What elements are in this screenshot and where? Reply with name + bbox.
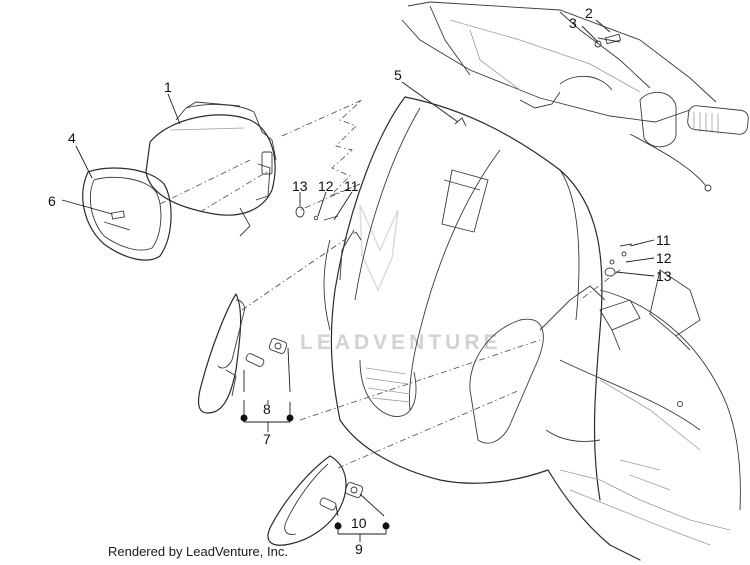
callout-13-lower: 13 (656, 268, 672, 284)
ref-dot-10 (334, 522, 342, 530)
render-credit: Rendered by LeadVenture, Inc. (108, 544, 288, 559)
callout-labels: 1 2 3 4 5 6 7 8 9 10 11 12 13 11 12 13 (48, 5, 672, 557)
callout-11-lower: 11 (656, 232, 671, 248)
callout-11-upper: 11 (344, 178, 359, 194)
right-turn-signal (267, 455, 364, 546)
callout-2: 2 (585, 5, 593, 21)
callout-4: 4 (68, 130, 76, 146)
callout-7: 7 (263, 431, 271, 447)
callout-8: 8 (263, 401, 271, 417)
left-turn-signal (197, 293, 288, 414)
callout-13-upper: 13 (292, 178, 308, 194)
reference-dots (240, 414, 390, 530)
callout-12-upper: 12 (318, 178, 334, 194)
callout-9: 9 (355, 541, 363, 557)
callout-6: 6 (48, 193, 56, 209)
watermark: LEADVENTURE (300, 204, 502, 354)
callout-5: 5 (394, 67, 402, 83)
legshield-body (323, 96, 741, 561)
callout-1: 1 (164, 79, 172, 95)
watermark-text: LEADVENTURE (300, 331, 502, 354)
callout-3: 3 (569, 15, 577, 31)
ref-dot-10b (382, 522, 390, 530)
headlight-trim-ring (82, 167, 172, 261)
assembly-lines (159, 99, 621, 469)
headlight-unit (145, 101, 277, 237)
callout-12-lower: 12 (656, 250, 672, 266)
callout-10: 10 (351, 515, 367, 531)
ref-dot-8b (286, 414, 294, 422)
handlebar-assembly (401, 1, 749, 192)
ref-dot-8 (240, 414, 248, 422)
